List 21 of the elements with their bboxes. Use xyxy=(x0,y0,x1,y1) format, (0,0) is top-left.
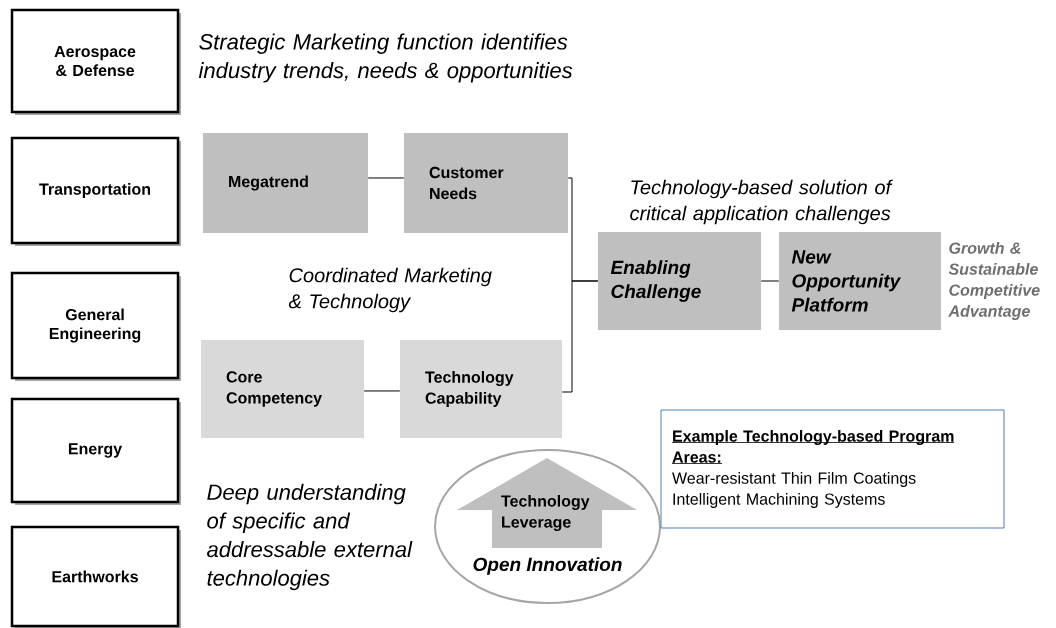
connector-line xyxy=(760,280,780,282)
note-box: Example Technology-based Program Areas: Wear-resistant Thin Film Coatings Intelligent Machining Systems xyxy=(660,409,1005,529)
process-box: Technology Capability xyxy=(400,340,562,438)
industry-box: Aerospace & Defense xyxy=(10,8,180,114)
industry-box: Energy xyxy=(10,397,180,504)
connector-line xyxy=(367,177,405,179)
outcome-text: Growth & Sustainable Competitive Advantage xyxy=(948,242,1040,320)
caption-text: Strategic Marketing function identifies industry trends, needs & opportunities xyxy=(198,33,573,83)
process-box: Customer Needs xyxy=(404,133,568,233)
process-box: Megatrend xyxy=(203,133,368,233)
connector-line xyxy=(363,390,401,392)
process-box: New Opportunity Platform xyxy=(779,232,941,330)
industry-box: Earthworks xyxy=(10,525,180,628)
process-box: Core Competency xyxy=(201,340,364,438)
connector-line xyxy=(561,280,599,393)
caption-text: Technology-based solution of critical application challenges xyxy=(630,179,893,225)
caption-text: Deep understanding of specific and addressable external technologies xyxy=(207,483,413,591)
industry-box: Transportation xyxy=(10,136,180,245)
process-box: Enabling Challenge xyxy=(598,232,761,330)
caption-text: Coordinated Marketing & Technology xyxy=(288,267,492,313)
industry-box: General Engineering xyxy=(10,271,180,380)
